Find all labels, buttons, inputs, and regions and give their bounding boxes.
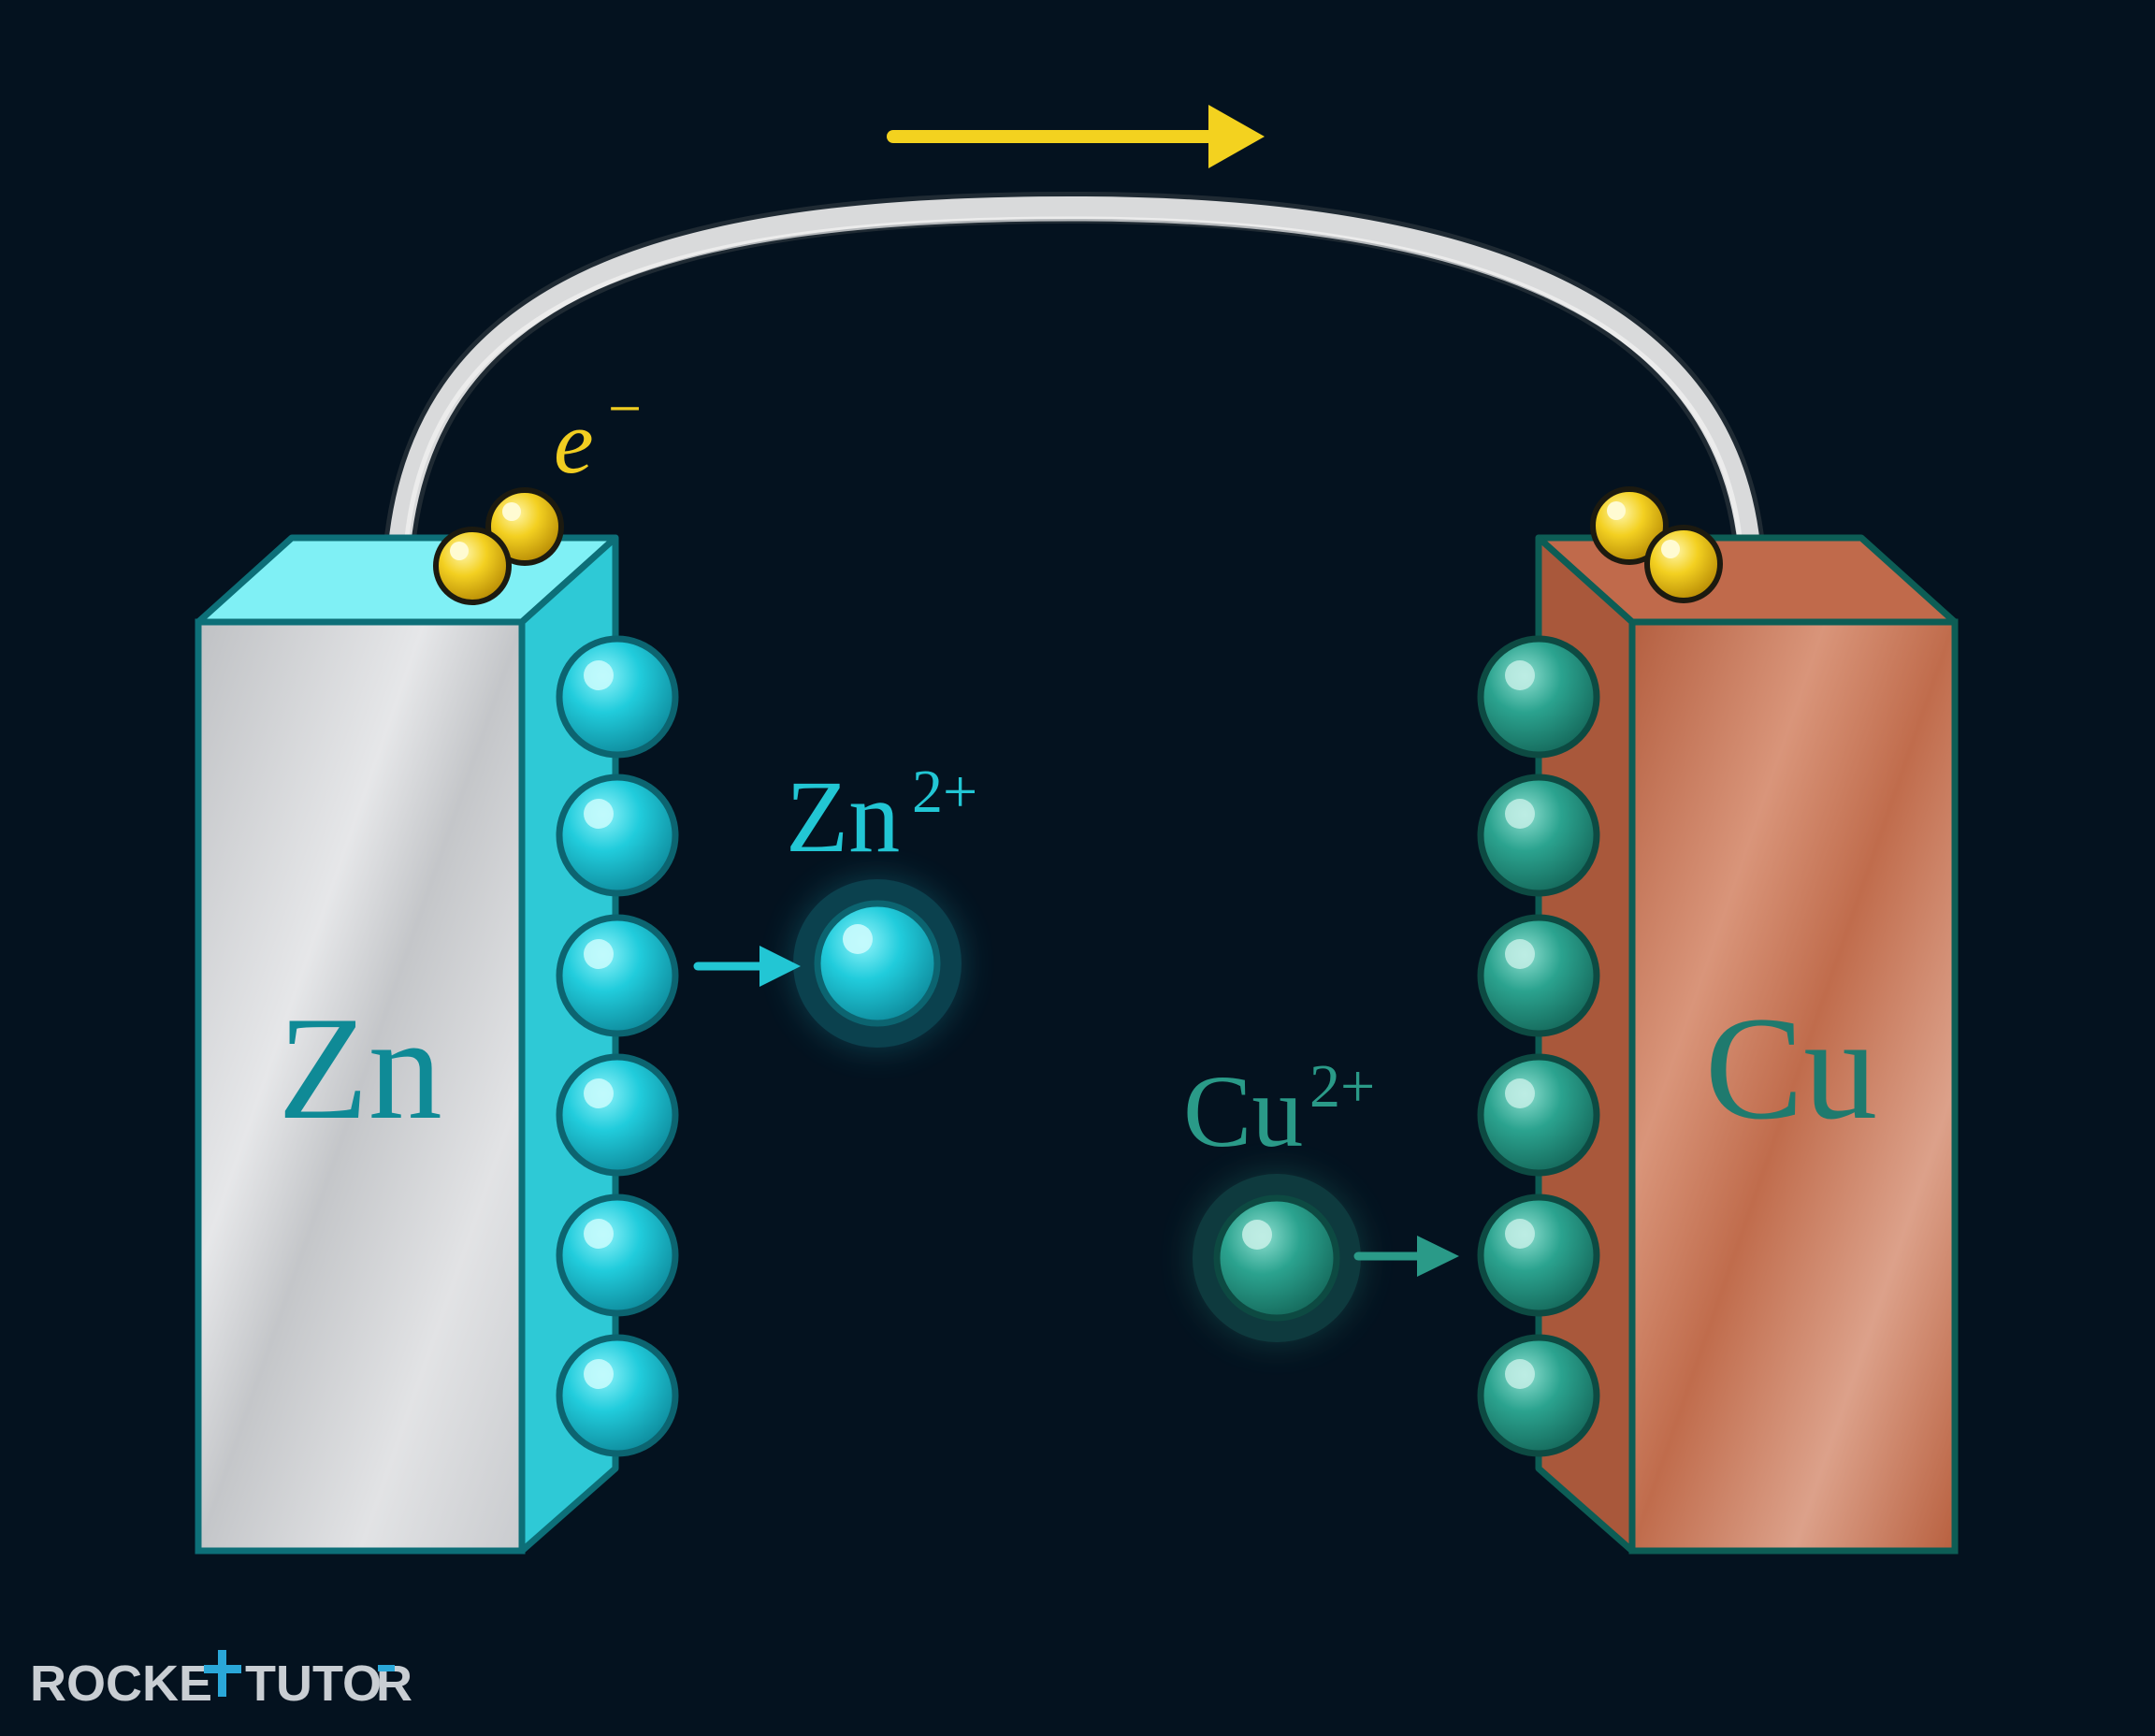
electron-label-base: e xyxy=(554,392,594,492)
copper-atom xyxy=(1477,774,1600,897)
zinc-atom xyxy=(556,1053,679,1177)
copper-atom xyxy=(1477,1194,1600,1317)
copper-atom xyxy=(1477,1053,1600,1177)
wire xyxy=(382,191,1767,586)
zn-ion-label: Zn 2+ xyxy=(786,758,977,874)
copper-ion xyxy=(1193,1174,1361,1342)
zn-electrode-label: Zn xyxy=(278,987,442,1150)
brand-accent xyxy=(378,1665,395,1671)
brand-text-right: TUTO xyxy=(245,1656,382,1712)
zn-ion-label-charge: 2+ xyxy=(912,758,977,826)
electron xyxy=(485,487,564,566)
copper-atom xyxy=(1477,914,1600,1037)
electron xyxy=(1644,525,1723,603)
arrow-right-icon xyxy=(887,105,1265,168)
copper-atom-column xyxy=(1477,635,1600,1457)
zinc-atom xyxy=(556,1334,679,1457)
copper-atom xyxy=(1477,635,1600,759)
cu-electrode-label: Cu xyxy=(1705,987,1877,1150)
copper-atom xyxy=(1477,1334,1600,1457)
electron-label-charge: − xyxy=(608,375,642,441)
zinc-atom xyxy=(556,914,679,1037)
cu-ion-label-base: Cu xyxy=(1183,1054,1303,1168)
zinc-atom xyxy=(556,635,679,759)
brand-text-end: R xyxy=(376,1656,412,1712)
zinc-atom xyxy=(556,774,679,897)
arrow-right-icon xyxy=(1353,1236,1459,1277)
electron-label: e − xyxy=(554,375,642,492)
zn-ion-label-base: Zn xyxy=(786,760,900,874)
zinc-atom-column xyxy=(556,635,679,1457)
zinc-atom xyxy=(556,1194,679,1317)
electron xyxy=(433,527,512,605)
electron xyxy=(1590,486,1669,565)
cu-ion-label-charge: 2+ xyxy=(1309,1052,1375,1121)
arrow-right-icon xyxy=(693,946,801,987)
electrons-copper xyxy=(1590,486,1723,603)
brand-logo: ROCKE TUTO R xyxy=(30,1650,412,1712)
zinc-ion xyxy=(793,879,962,1048)
plus-icon xyxy=(204,1650,241,1697)
brand-text-left: ROCKE xyxy=(30,1656,212,1712)
cu-ion-label: Cu 2+ xyxy=(1183,1052,1375,1168)
electrons-zinc xyxy=(433,487,564,605)
